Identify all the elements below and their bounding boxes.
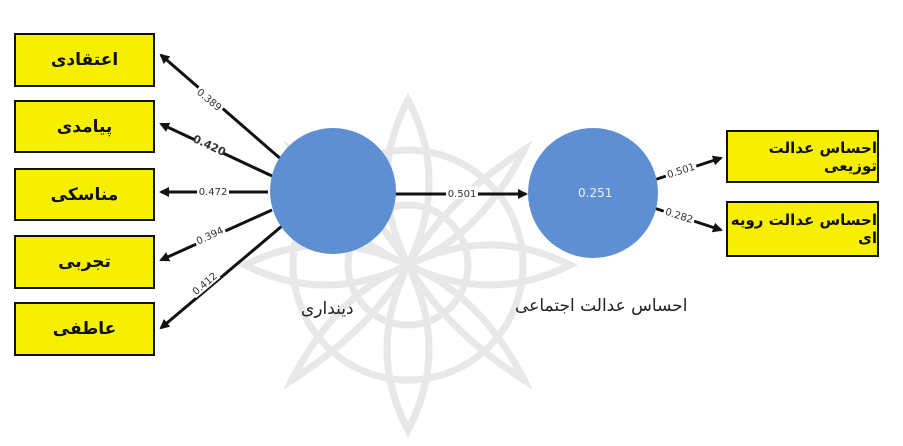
node-label-social-justice: احساس عدالت اجتماعی xyxy=(515,296,688,316)
edge-weight-label: 0.501 xyxy=(666,162,697,181)
ornamental-flower-watermark-icon xyxy=(237,92,578,438)
edge-weight-label: 0.282 xyxy=(664,207,695,226)
indicator-label: مناسکی xyxy=(50,184,119,205)
edge-religiosity-to-atefi xyxy=(159,224,283,330)
indicator-box-payamadi: پیامدی xyxy=(14,100,155,153)
indicator-box-atefi: عاطفی xyxy=(14,302,155,356)
indicator-label: تجربی xyxy=(58,252,111,272)
indicator-label: احساس عدالت توزیعی xyxy=(768,138,877,175)
indicator-label: اعتقادی xyxy=(50,50,119,70)
indicator-box-aetaqadi: اعتقادی xyxy=(14,33,155,87)
node-label-religiosity: دینداری xyxy=(301,299,354,319)
indicator-label: احساس عدالت رویه ای xyxy=(730,211,877,247)
edge-weight-label: 0.472 xyxy=(199,187,228,198)
edge-weight-label: 0.420 xyxy=(191,132,228,159)
node-value-r-squared: 0.251 xyxy=(578,186,613,200)
node-religiosity-circle xyxy=(270,128,396,254)
indicator-box-distributive-justice: احساس عدالت توزیعی xyxy=(726,130,879,183)
indicator-box-tajrobi: تجربی xyxy=(14,235,155,289)
indicator-label: عاطفی xyxy=(52,319,117,339)
node-justice-circle xyxy=(528,128,658,258)
indicator-box-manasaki: مناسکی xyxy=(14,168,155,221)
edge-weight-label: 0.501 xyxy=(448,189,477,200)
indicator-box-procedural-justice: احساس عدالت رویه ای xyxy=(726,201,879,257)
indicator-label: پیامدی xyxy=(56,116,113,137)
